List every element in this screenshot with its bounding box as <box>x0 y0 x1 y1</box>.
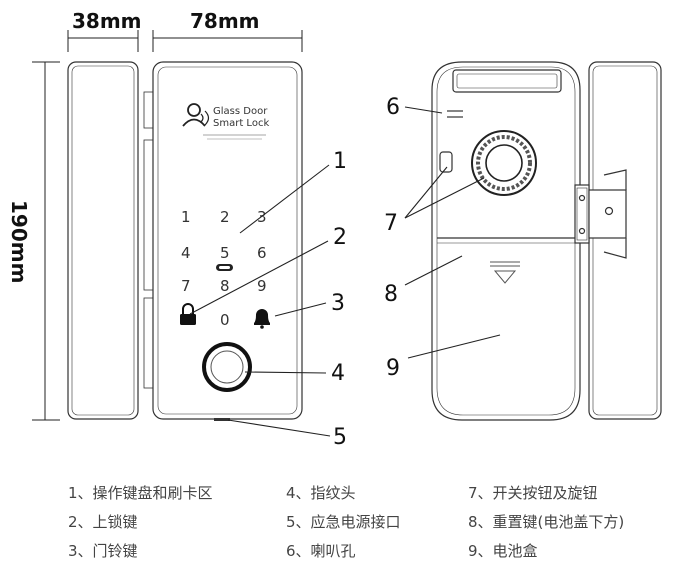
key-7[interactable]: 7 <box>181 277 191 295</box>
callout-2: 2 <box>333 225 347 250</box>
legend-item-5: 5、应急电源接口 <box>286 513 401 531</box>
rotary-knob[interactable] <box>471 130 537 196</box>
callout-1: 1 <box>333 149 347 174</box>
callout-7: 7 <box>384 211 398 236</box>
lock-diagram: 38mm 78mm 190mm Glass Door Smart Lock 1 … <box>7 9 662 450</box>
callout-4: 4 <box>331 361 345 386</box>
key-4[interactable]: 4 <box>181 244 191 262</box>
legend-item-6: 6、喇叭孔 <box>286 542 356 560</box>
key-5[interactable]: 5 <box>220 244 230 262</box>
key-2[interactable]: 2 <box>220 208 230 226</box>
fingerprint-sensor-icon[interactable] <box>202 342 252 392</box>
latch-bracket <box>574 169 627 259</box>
padlock-icon[interactable] <box>180 303 196 325</box>
callout-3: 3 <box>331 291 345 316</box>
callout-8: 8 <box>384 282 398 307</box>
doorbell-icon[interactable] <box>254 309 270 329</box>
legend-item-2: 2、上锁键 <box>68 513 138 531</box>
legend-item-4: 4、指纹头 <box>286 484 356 502</box>
dim-width-left: 38mm <box>72 9 142 33</box>
callout-5: 5 <box>333 425 347 450</box>
dim-height: 190mm <box>7 200 31 283</box>
user-wireless-icon <box>182 103 210 127</box>
back-panel <box>431 61 581 421</box>
emergency-power-port <box>214 418 230 421</box>
key-6[interactable]: 6 <box>257 244 267 262</box>
callout-6: 6 <box>386 95 400 120</box>
switch-button[interactable] <box>439 151 453 173</box>
dimension-lines <box>32 30 303 421</box>
key-8[interactable]: 8 <box>220 277 230 295</box>
legend-item-9: 9、电池盒 <box>468 542 538 560</box>
legend: 1、操作键盘和刷卡区 2、上锁键 3、门铃键 4、指纹头 5、应急电源接口 6、… <box>0 476 690 577</box>
legend-item-7: 7、开关按钮及旋钮 <box>468 484 598 502</box>
key-9[interactable]: 9 <box>257 277 267 295</box>
reset-button-icon[interactable] <box>490 261 520 284</box>
speaker-holes <box>447 110 463 118</box>
brand-line2: Smart Lock <box>213 118 269 129</box>
dim-width-right: 78mm <box>190 9 260 33</box>
callout-9: 9 <box>386 356 400 381</box>
callout-lines <box>189 106 501 437</box>
brand-line1: Glass Door <box>213 106 268 117</box>
legend-item-1: 1、操作键盘和刷卡区 <box>68 484 213 502</box>
side-profile-left <box>67 61 139 420</box>
key-0[interactable]: 0 <box>220 311 230 329</box>
legend-item-3: 3、门铃键 <box>68 542 138 560</box>
key-1[interactable]: 1 <box>181 208 191 226</box>
legend-item-8: 8、重置键(电池盖下方) <box>468 513 625 531</box>
